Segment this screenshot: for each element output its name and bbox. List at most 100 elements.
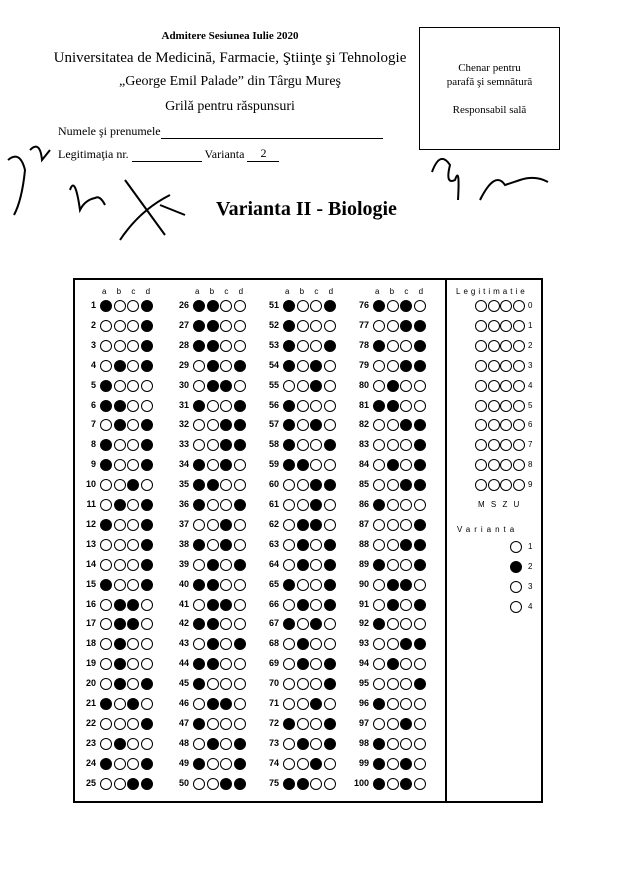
id-bubble-2-1[interactable] <box>475 339 487 352</box>
id-bubble-6-1[interactable] <box>475 419 487 432</box>
bubble-60-d[interactable] <box>323 479 336 492</box>
id-bubble-8-2[interactable] <box>487 459 500 472</box>
bubble-93-a[interactable] <box>373 638 385 651</box>
bubble-12-d[interactable] <box>140 518 153 531</box>
bubble-2-b[interactable] <box>113 319 126 332</box>
bubble-94-b[interactable] <box>386 658 399 671</box>
bubble-11-b[interactable] <box>113 499 126 511</box>
bubble-71-c[interactable] <box>310 698 322 710</box>
bubble-22-b[interactable] <box>113 717 126 730</box>
bubble-20-c[interactable] <box>127 678 139 691</box>
bubble-61-d[interactable] <box>323 499 336 511</box>
bubble-15-a[interactable] <box>100 578 112 591</box>
id-bubble-0-1[interactable] <box>475 300 487 312</box>
bubble-6-c[interactable] <box>127 399 139 412</box>
bubble-67-a[interactable] <box>283 618 295 631</box>
bubble-83-a[interactable] <box>373 439 385 452</box>
bubble-35-b[interactable] <box>206 479 219 492</box>
bubble-92-a[interactable] <box>373 618 385 631</box>
bubble-72-d[interactable] <box>323 717 336 730</box>
bubble-82-a[interactable] <box>373 419 385 432</box>
id-bubble-7-2[interactable] <box>487 439 500 452</box>
bubble-4-b[interactable] <box>113 359 126 372</box>
bubble-68-b[interactable] <box>296 638 309 651</box>
id-bubble-5-2[interactable] <box>487 399 500 412</box>
bubble-51-c[interactable] <box>310 300 322 312</box>
bubble-53-a[interactable] <box>283 339 295 352</box>
bubble-59-c[interactable] <box>310 459 322 472</box>
bubble-15-d[interactable] <box>140 578 153 591</box>
bubble-86-d[interactable] <box>413 499 426 511</box>
bubble-92-c[interactable] <box>400 618 412 631</box>
bubble-87-a[interactable] <box>373 518 385 531</box>
bubble-40-a[interactable] <box>193 578 205 591</box>
bubble-14-a[interactable] <box>100 558 112 571</box>
bubble-53-b[interactable] <box>296 339 309 352</box>
bubble-3-a[interactable] <box>100 339 112 352</box>
bubble-15-b[interactable] <box>113 578 126 591</box>
bubble-14-c[interactable] <box>127 558 139 571</box>
bubble-56-b[interactable] <box>296 399 309 412</box>
bubble-40-d[interactable] <box>233 578 246 591</box>
bubble-95-c[interactable] <box>400 678 412 691</box>
bubble-10-b[interactable] <box>113 479 126 492</box>
bubble-83-b[interactable] <box>386 439 399 452</box>
bubble-98-b[interactable] <box>386 737 399 750</box>
bubble-4-c[interactable] <box>127 359 139 372</box>
bubble-34-d[interactable] <box>233 459 246 472</box>
bubble-19-c[interactable] <box>127 658 139 671</box>
bubble-39-d[interactable] <box>233 558 246 571</box>
bubble-38-a[interactable] <box>193 538 205 551</box>
bubble-61-b[interactable] <box>296 499 309 511</box>
bubble-39-a[interactable] <box>193 558 205 571</box>
id-bubble-9-4[interactable] <box>512 479 525 492</box>
bubble-82-b[interactable] <box>386 419 399 432</box>
bubble-65-b[interactable] <box>296 578 309 591</box>
bubble-76-b[interactable] <box>386 300 399 312</box>
bubble-39-c[interactable] <box>220 558 232 571</box>
bubble-70-a[interactable] <box>283 678 295 691</box>
bubble-79-b[interactable] <box>386 359 399 372</box>
bubble-23-d[interactable] <box>140 737 153 750</box>
bubble-43-a[interactable] <box>193 638 205 651</box>
bubble-46-c[interactable] <box>220 698 232 710</box>
bubble-52-c[interactable] <box>310 319 322 332</box>
id-bubble-4-4[interactable] <box>512 379 525 392</box>
bubble-20-a[interactable] <box>100 678 112 691</box>
bubble-23-a[interactable] <box>100 737 112 750</box>
bubble-85-a[interactable] <box>373 479 385 492</box>
bubble-55-b[interactable] <box>296 379 309 392</box>
bubble-33-a[interactable] <box>193 439 205 452</box>
bubble-61-c[interactable] <box>310 499 322 511</box>
bubble-88-b[interactable] <box>386 538 399 551</box>
bubble-90-a[interactable] <box>373 578 385 591</box>
id-bubble-4-3[interactable] <box>500 379 512 392</box>
bubble-48-d[interactable] <box>233 737 246 750</box>
bubble-74-a[interactable] <box>283 757 295 770</box>
bubble-85-c[interactable] <box>400 479 412 492</box>
bubble-18-d[interactable] <box>140 638 153 651</box>
bubble-76-d[interactable] <box>413 300 426 312</box>
bubble-27-b[interactable] <box>206 319 219 332</box>
bubble-24-b[interactable] <box>113 757 126 770</box>
bubble-82-c[interactable] <box>400 419 412 432</box>
bubble-9-c[interactable] <box>127 459 139 472</box>
id-bubble-9-2[interactable] <box>487 479 500 492</box>
bubble-9-d[interactable] <box>140 459 153 472</box>
bubble-99-d[interactable] <box>413 757 426 770</box>
bubble-25-b[interactable] <box>113 777 126 790</box>
bubble-80-a[interactable] <box>373 379 385 392</box>
bubble-28-a[interactable] <box>193 339 205 352</box>
id-bubble-0-2[interactable] <box>487 300 500 312</box>
bubble-73-a[interactable] <box>283 737 295 750</box>
bubble-76-a[interactable] <box>373 300 385 312</box>
id-bubble-9-1[interactable] <box>475 479 487 492</box>
bubble-95-b[interactable] <box>386 678 399 691</box>
bubble-100-d[interactable] <box>413 777 426 790</box>
bubble-17-c[interactable] <box>127 618 139 631</box>
bubble-5-d[interactable] <box>140 379 153 392</box>
bubble-78-a[interactable] <box>373 339 385 352</box>
bubble-21-d[interactable] <box>140 698 153 710</box>
bubble-24-d[interactable] <box>140 757 153 770</box>
bubble-9-a[interactable] <box>100 459 112 472</box>
